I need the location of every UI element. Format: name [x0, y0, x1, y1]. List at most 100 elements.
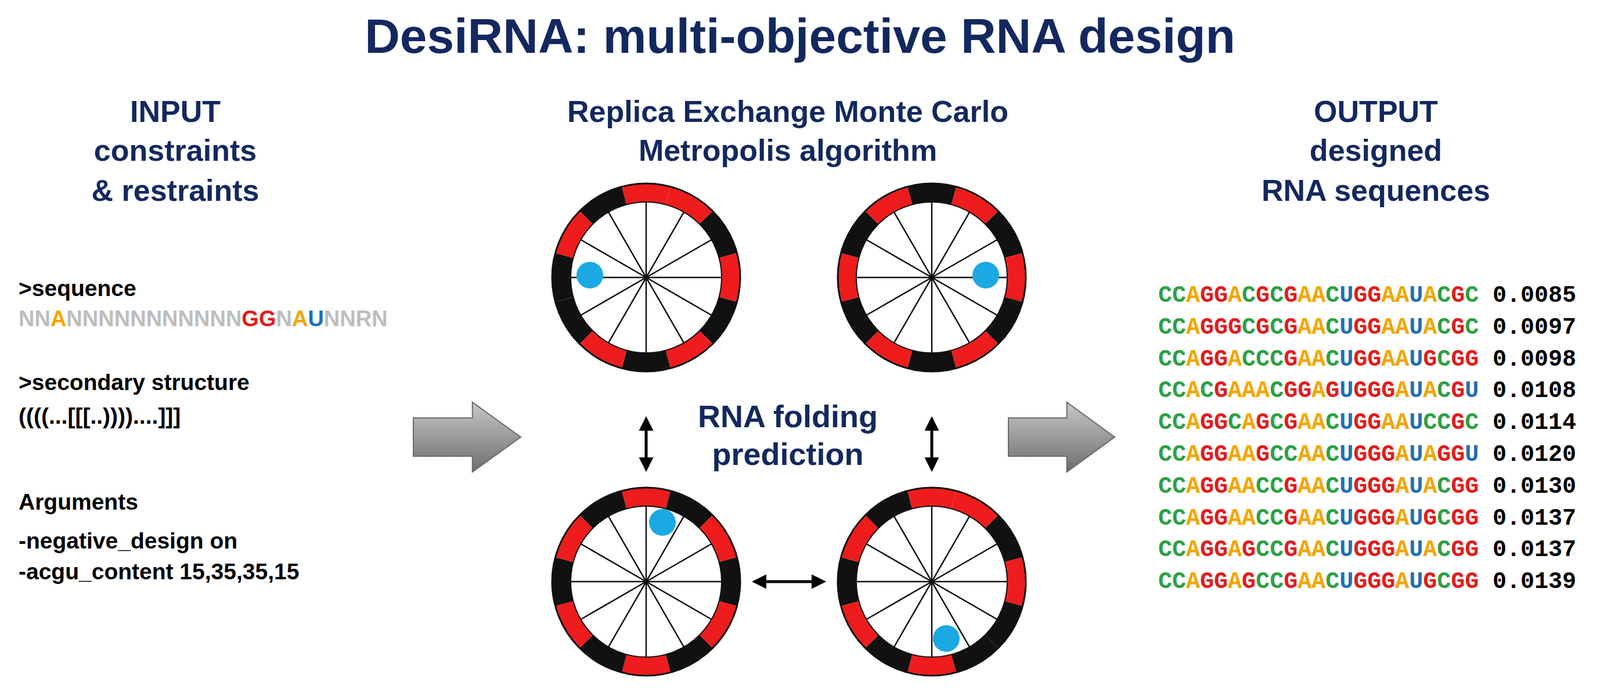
wheel-face	[570, 202, 722, 353]
replica-wheel	[837, 487, 1026, 676]
wheel-rim	[570, 202, 722, 353]
designed-sequence: CCAGGAGCCGAACUGGGAUACGG	[1158, 537, 1479, 564]
replica-dot	[649, 509, 676, 536]
input-sequence: NNANNNNNNNNNNNGGNAUNNRN	[18, 306, 388, 333]
exchange-arrow	[930, 419, 934, 470]
wheel-spoke	[580, 543, 647, 582]
wheel-segment	[837, 557, 859, 607]
exchange-arrow	[644, 419, 648, 470]
wheel-segment	[621, 654, 671, 676]
column-heading: INPUT	[130, 94, 221, 130]
wheel-rim	[837, 183, 1026, 372]
wheel-spoke	[931, 506, 933, 582]
wheel-segment	[621, 487, 671, 509]
wheel-segment	[907, 183, 957, 205]
wheel-spoke	[931, 516, 970, 582]
wheel-segment	[907, 350, 957, 372]
wheel-rim	[552, 487, 741, 676]
score: 0.0139	[1492, 568, 1577, 596]
wheel-spoke	[894, 516, 932, 582]
designed-sequence: CCAGGACGCGAACUGGAAUACGC	[1158, 282, 1479, 310]
replica-dot	[576, 261, 604, 289]
wheel-face	[856, 202, 1008, 353]
wheel-spoke	[646, 239, 712, 278]
designed-sequence: CCAGGCAGCGAACUGGAAUCCGC	[1158, 409, 1479, 437]
wheel-spoke	[645, 581, 648, 658]
argument: -acgu_content 15,35,35,15	[18, 559, 299, 586]
wheel-spoke	[646, 581, 722, 583]
wheel-spoke	[894, 211, 932, 278]
wheel-spoke	[646, 277, 684, 344]
wheel-segment	[1004, 557, 1026, 607]
wheel-spoke	[646, 211, 684, 278]
replica-wheel	[552, 487, 741, 676]
center-label: prediction	[711, 435, 864, 472]
wheel-spoke	[645, 202, 648, 278]
wheel-spoke	[646, 581, 712, 620]
wheel-spoke	[646, 277, 712, 316]
flow-arrow	[1008, 402, 1115, 472]
wheel-rim	[552, 183, 741, 372]
title: DesiRNA: multi-objective RNA design	[364, 8, 1236, 65]
replica-wheel	[837, 183, 1026, 372]
exchange-arrows	[646, 419, 932, 582]
input-structure: ((((...[[[..))))....]]]	[18, 403, 181, 430]
argument: -negative_design on	[18, 528, 238, 555]
designed-sequence: CCACGAAACGGAGUGGGAUACGU	[1158, 377, 1479, 405]
score: 0.0097	[1492, 314, 1577, 342]
flow-arrow	[413, 402, 521, 472]
score: 0.0098	[1492, 346, 1577, 374]
wheel-spoke	[931, 581, 998, 620]
wheel-spoke	[931, 543, 998, 582]
wheel-segment	[552, 253, 574, 302]
wheel-spoke	[646, 543, 712, 582]
wheel-spoke	[931, 277, 970, 344]
score: 0.0108	[1492, 377, 1577, 405]
wheel-segment	[1004, 253, 1026, 302]
wheel-spoke	[866, 277, 932, 316]
wheel-spoke	[931, 581, 1008, 583]
wheel-segment	[719, 557, 741, 607]
score: 0.0085	[1492, 282, 1577, 310]
designed-sequence: CCAGGAACCGAACUGGGAUGCGG	[1158, 505, 1479, 533]
wheel-spoke	[608, 581, 647, 648]
wheel-spoke	[608, 516, 647, 582]
wheel-face	[570, 506, 722, 658]
wheel-segment	[907, 654, 957, 676]
replica-dot	[972, 261, 1000, 289]
wheel-spoke	[646, 581, 684, 648]
designed-sequence: CCAGGGCGCGAACUGGAAUACGC	[1158, 314, 1479, 342]
score: 0.0130	[1492, 473, 1577, 501]
designed-sequence: CCAGGAAGCCAACUGGGAUAGGU	[1158, 441, 1479, 469]
wheel-spoke	[931, 277, 933, 353]
wheel-rim	[570, 506, 722, 658]
input-heading: >sequence	[18, 275, 137, 302]
wheel-spoke	[866, 581, 932, 620]
wheel-spoke	[608, 211, 647, 278]
replica-wheel	[552, 183, 741, 372]
wheel-segment	[837, 253, 859, 302]
column-heading: designed	[1309, 133, 1443, 169]
wheel-spoke	[931, 581, 933, 658]
wheel-segment	[621, 350, 671, 372]
wheel-spoke	[856, 276, 932, 279]
center-label: RNA folding	[697, 398, 878, 435]
replica-dot	[932, 625, 960, 652]
column-heading: constraints	[94, 133, 257, 169]
wheel-segment	[552, 557, 574, 607]
designed-sequence: CCAGGAGCCGAACUGGGAUGCGG	[1158, 568, 1479, 596]
input-heading: >secondary structure	[18, 369, 250, 396]
wheel-spoke	[608, 277, 647, 344]
wheel-rim	[837, 487, 1026, 676]
wheel-face	[856, 506, 1008, 658]
wheel-spoke	[570, 581, 647, 583]
wheel-spoke	[646, 276, 722, 279]
wheel-spoke	[931, 211, 970, 278]
input-heading: Arguments	[18, 489, 139, 516]
wheel-spoke	[931, 202, 933, 278]
score: 0.0120	[1492, 441, 1577, 469]
wheel-segment	[907, 487, 957, 509]
wheel-spoke	[645, 277, 648, 353]
wheel-rim	[856, 506, 1008, 658]
wheel-rim	[856, 202, 1008, 353]
